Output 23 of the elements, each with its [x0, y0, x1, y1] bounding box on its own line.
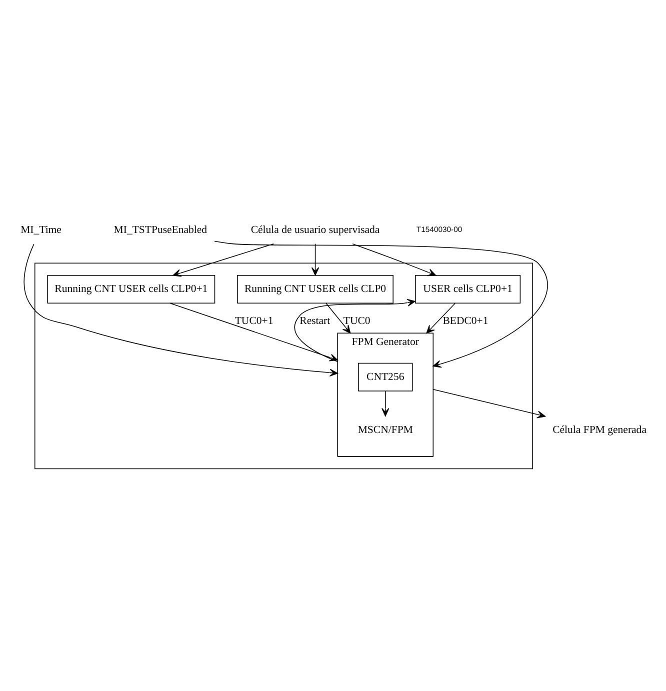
arrow	[311, 243, 320, 276]
arrow	[214, 240, 548, 368]
edge-label: TUC0+1	[234, 315, 274, 328]
cluster	[34, 262, 533, 470]
node-box: USER cells CLP0+1	[415, 275, 521, 304]
arrow	[172, 243, 274, 277]
arrow	[382, 390, 390, 416]
node-box: Running CNT USER cells CLP0	[237, 275, 394, 304]
arrow	[352, 244, 436, 276]
node-box: Running CNT USER cells CLP0+1	[47, 275, 216, 304]
arrow	[426, 302, 456, 334]
label: T1540030-00	[416, 224, 462, 234]
node-text: Célula de usuario supervisada	[250, 224, 380, 236]
edge-label: Restart	[300, 315, 330, 328]
edge-label: TUC0	[343, 315, 370, 328]
node-text: MSCN/FPM	[358, 424, 413, 436]
arrow	[432, 388, 546, 418]
node-text: MI_TSTPuseEnabled	[114, 224, 208, 236]
edge-label: BEDC0+1	[442, 315, 488, 328]
arrow	[326, 302, 351, 334]
node-text: Célula FPM generada	[552, 424, 646, 436]
node-box: CNT256	[358, 362, 413, 392]
node-text: MI_Time	[20, 224, 62, 236]
